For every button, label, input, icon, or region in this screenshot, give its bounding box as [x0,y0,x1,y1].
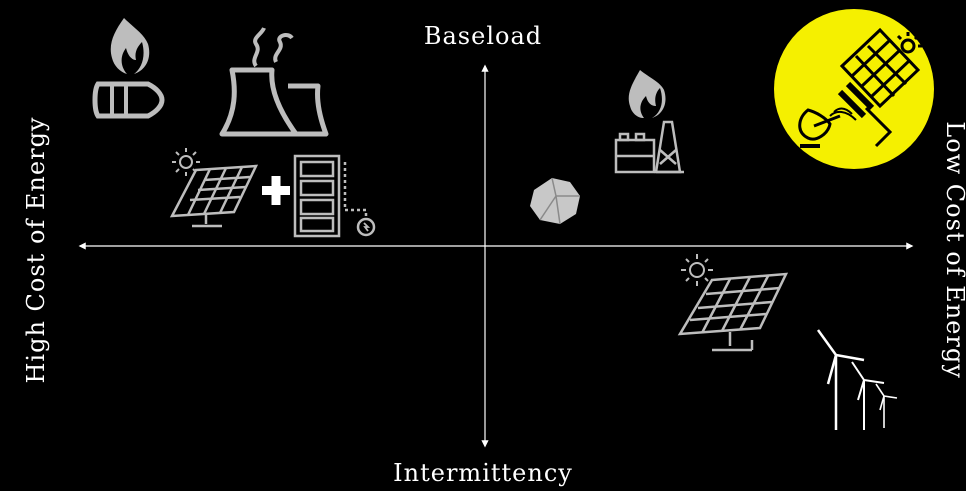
sun-icon [172,148,200,176]
solar-plus-battery-icon [169,148,376,238]
gas-turbine-icon [92,18,165,119]
solar-panel-icon [677,254,789,352]
plus-icon [262,176,290,205]
nuclear-plant-icon [219,27,329,137]
sun-icon [681,254,713,286]
solar-panel-small-icon [169,164,259,228]
battery-icon [293,154,376,238]
space-based-solar-icon [774,9,934,169]
axis-label-baseload: Baseload [423,22,543,50]
wind-turbines-icon [816,329,898,430]
gas-plant-icon [614,70,684,174]
coal-icon [530,177,580,225]
axis-label-intermittency: Intermittency [393,459,573,487]
